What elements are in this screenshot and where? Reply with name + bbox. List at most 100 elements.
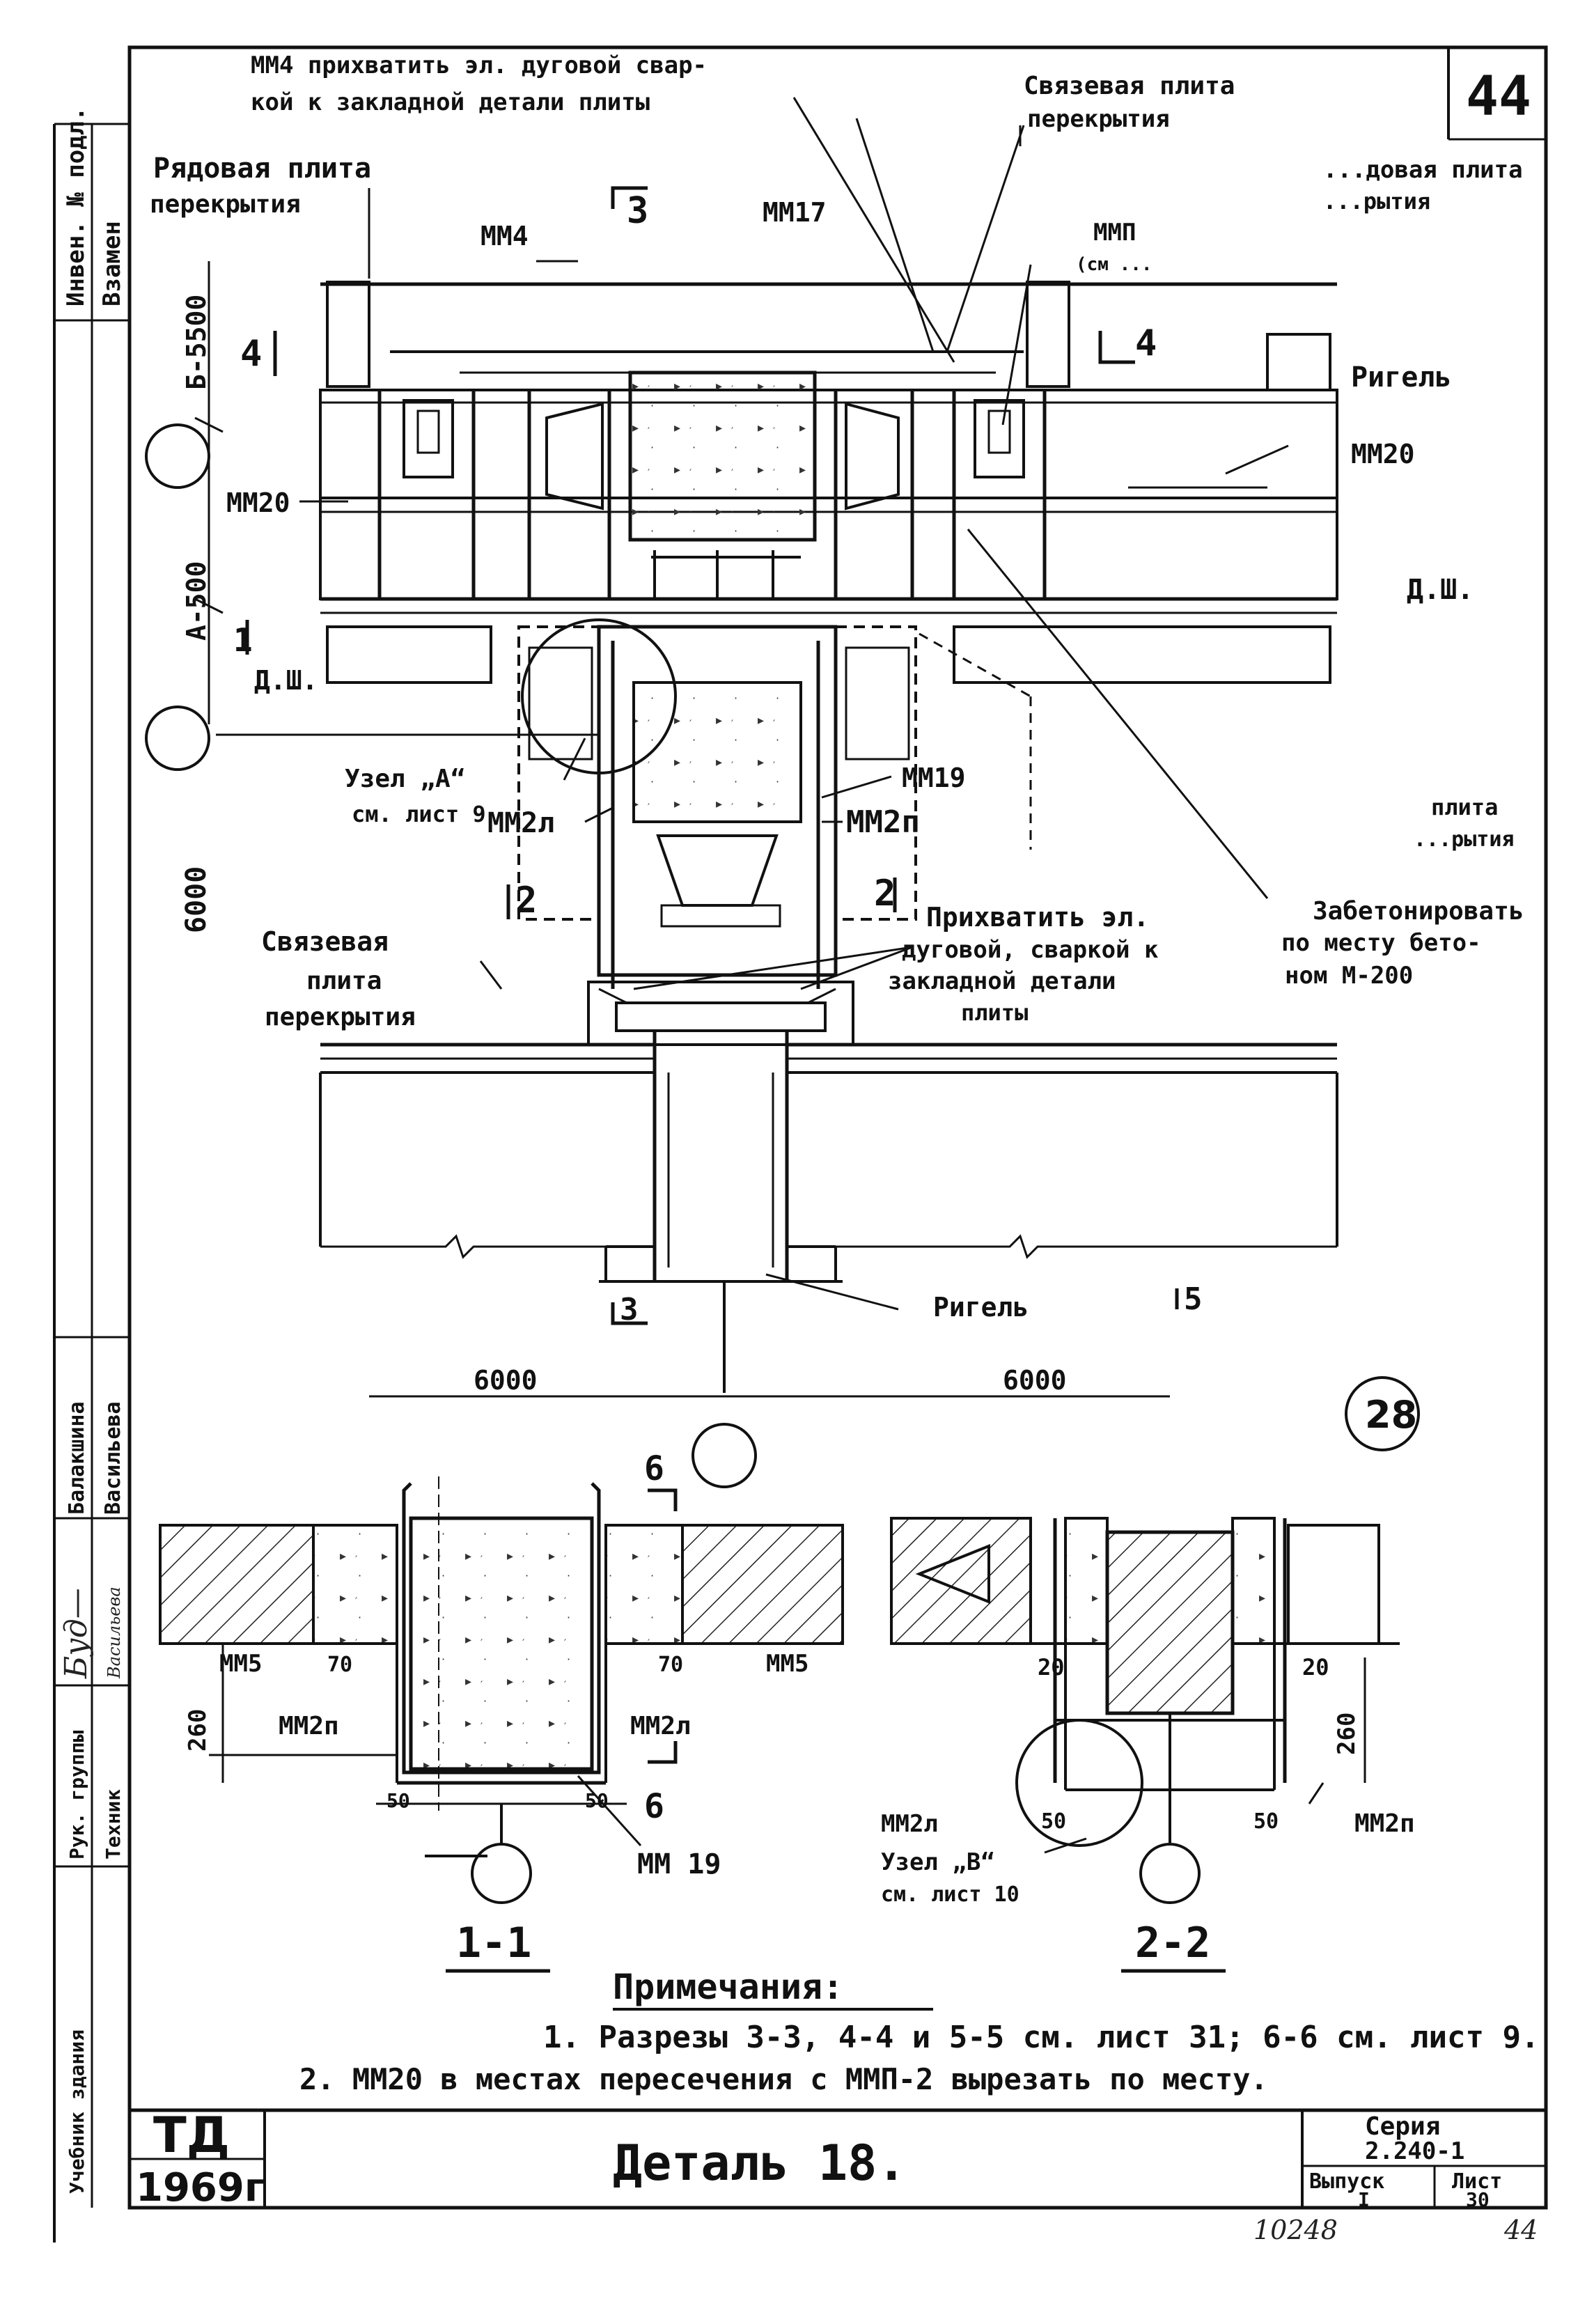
stamp-role-tech: Техник — [102, 1789, 125, 1859]
label-mm2a-22: ММ2л — [881, 1810, 938, 1838]
title-block-year: 1969г — [136, 2165, 265, 2210]
label-mm2p-11: ММ2п — [279, 1712, 339, 1740]
label-mm5-left: ММ5 — [219, 1650, 262, 1678]
stamp-author1: Балакшина — [65, 1401, 89, 1515]
label-d-sh-left: Д.Ш. — [254, 665, 318, 696]
label-ryadovaya-left-1: Рядовая плита — [153, 153, 371, 185]
label-d-sh-right: Д.Ш. — [1407, 574, 1474, 606]
label-dim-260-right: 260 — [1333, 1713, 1361, 1755]
stamp-author2: Васильева — [101, 1401, 125, 1515]
label-dim-6000-a: 6000 — [474, 1365, 538, 1396]
label-svyaz-left-2: плита — [306, 967, 382, 995]
label-sec1: 1 — [233, 621, 253, 659]
footer-doc-number: 10248 — [1253, 2215, 1338, 2245]
label-sec3-bottom: 3 — [620, 1292, 639, 1327]
label-uzel-a-2: см. лист 9 — [352, 801, 486, 827]
label-prikhvatit-1: Прихватить эл. — [926, 902, 1149, 933]
label-dim-20-right: 20 — [1302, 1654, 1329, 1680]
title-block-issue-value: I — [1358, 2188, 1370, 2211]
label-mm4-weld-1: ММ4 прихватить эл. дуговой свар- — [251, 52, 707, 79]
label-sec4-right: 4 — [1135, 322, 1157, 364]
label-mm2a-11: ММ2л — [630, 1712, 691, 1740]
label-mm2a: ММ2л — [487, 807, 554, 839]
title-block-sheet-label: Лист — [1452, 2169, 1502, 2194]
label-dim-50-22b: 50 — [1253, 1809, 1279, 1834]
label-sec2-right: 2 — [874, 873, 896, 914]
label-dim-50-left: 50 — [386, 1789, 410, 1812]
label-zabeton-1: Забетонировать — [1313, 897, 1524, 926]
label-mm20-left: ММ20 — [226, 488, 290, 518]
label-rigel-bottom: Ригель — [933, 1292, 1029, 1323]
note-1: 1. Разрезы 3-3, 4-4 и 5-5 см. лист 31; 6… — [543, 2020, 1539, 2055]
label-sec5: 5 — [1184, 1281, 1203, 1317]
label-dim-50-22a: 50 — [1041, 1809, 1066, 1834]
label-ryadovaya-right-1: ...довая плита — [1323, 156, 1523, 184]
label-prikhvatit-3: закладной детали — [888, 967, 1116, 995]
title-block-org: ТД — [153, 2107, 230, 2164]
notes: Примечания: 1. Разрезы 3-3, 4-4 и 5-5 см… — [299, 1967, 1539, 2096]
label-prikhvatit-4: плиты — [961, 999, 1028, 1026]
label-uzel-a-1: Узел „А“ — [345, 765, 465, 793]
label-sec2-left: 2 — [515, 880, 537, 921]
plan-structure — [145, 97, 1338, 1488]
title-block-series-label: Серия — [1365, 2112, 1440, 2141]
footer: 10248 44 — [1253, 2215, 1538, 2245]
label-dim-6000-vert: 6000 — [180, 866, 212, 933]
title-block-sheet-value: 30 — [1466, 2188, 1490, 2211]
title-block-series-value: 2.240-1 — [1365, 2137, 1464, 2165]
side-stamp: Инвен. № подл. Взамен Балакшина Васильев… — [58, 107, 126, 2194]
label-dim-70-right: 70 — [658, 1653, 683, 1677]
label-mm19: ММ19 — [902, 763, 966, 793]
stamp-replace-label: Взамен — [98, 221, 126, 306]
label-ryadovaya-right-2: ...рытия — [1323, 188, 1430, 215]
label-sec6-bottom: 6 — [644, 1787, 664, 1826]
stamp-role-head: Рук. группы — [65, 1730, 88, 1859]
note-2: 2. ММ20 в местах пересечения с ММП-2 выр… — [299, 2062, 1268, 2096]
label-mm4: ММ4 — [480, 221, 529, 251]
section-1-1 — [159, 1476, 844, 1904]
label-plita-right-1: плита — [1431, 794, 1498, 820]
label-svyaz-left-3: перекрытия — [265, 1003, 416, 1031]
label-group: 44 ММ4 прихватить эл. дуговой свар- кой … — [150, 52, 1531, 1973]
label-sec6-top: 6 — [644, 1449, 664, 1488]
label-mm19-11: ММ 19 — [637, 1848, 721, 1880]
label-mm20-right: ММ20 — [1351, 439, 1415, 469]
sheet-frame — [53, 45, 1548, 2243]
label-circle-28: 28 — [1365, 1393, 1417, 1437]
label-mm5-right: ММ5 — [766, 1650, 808, 1678]
section-2-2 — [890, 1376, 1420, 1904]
label-sec4-left: 4 — [240, 333, 262, 375]
label-mm4-weld-2: кой к закладной детали плиты — [251, 88, 650, 116]
label-dim-20-left: 20 — [1038, 1654, 1065, 1680]
label-svyaz-top-1: Связевая плита — [1024, 72, 1235, 100]
label-uzel-b-1: Узел „В“ — [881, 1848, 995, 1876]
label-dim-260-left: 260 — [184, 1709, 212, 1752]
label-section-1-1: 1-1 — [456, 1919, 531, 1967]
footer-page: 44 — [1503, 2215, 1538, 2245]
label-mm17: ММ17 — [763, 197, 827, 228]
label-mmp-sub: (см ... — [1076, 254, 1152, 275]
sheet-number: 44 — [1466, 65, 1531, 128]
label-dim-70-left: 70 — [327, 1653, 352, 1677]
label-mm2p: ММ2п — [846, 804, 920, 840]
notes-heading: Примечания: — [613, 1967, 843, 2007]
title-block-title: Деталь 18. — [613, 2135, 906, 2192]
label-uzel-b-2: см. лист 10 — [881, 1882, 1019, 1907]
label-dim-50-right: 50 — [585, 1789, 609, 1812]
label-sec3-top: 3 — [627, 190, 648, 232]
label-section-2-2: 2-2 — [1135, 1919, 1210, 1967]
label-dim-b5500: Б-5500 — [181, 295, 212, 390]
stamp-invent-label: Инвен. № подл. — [62, 107, 90, 306]
label-svyaz-left-1: Связевая — [261, 926, 389, 957]
stamp-org: Учебник здания — [65, 2029, 88, 2194]
label-mm2p-22: ММ2п — [1354, 1809, 1415, 1838]
label-zabeton-3: ном М-200 — [1285, 962, 1413, 990]
label-ryadovaya-left-2: перекрытия — [150, 190, 301, 219]
title-block-issue-label: Выпуск — [1309, 2169, 1384, 2194]
label-rigel-right: Ригель — [1351, 361, 1452, 393]
label-dim-6000-b: 6000 — [1003, 1365, 1067, 1396]
title-block: ТД 1969г Деталь 18. Серия 2.240-1 Выпуск… — [136, 2107, 1502, 2211]
label-prikhvatit-2: дуговой, сваркой к — [902, 936, 1158, 964]
label-svyaz-top-2: перекрытия — [1027, 105, 1170, 133]
